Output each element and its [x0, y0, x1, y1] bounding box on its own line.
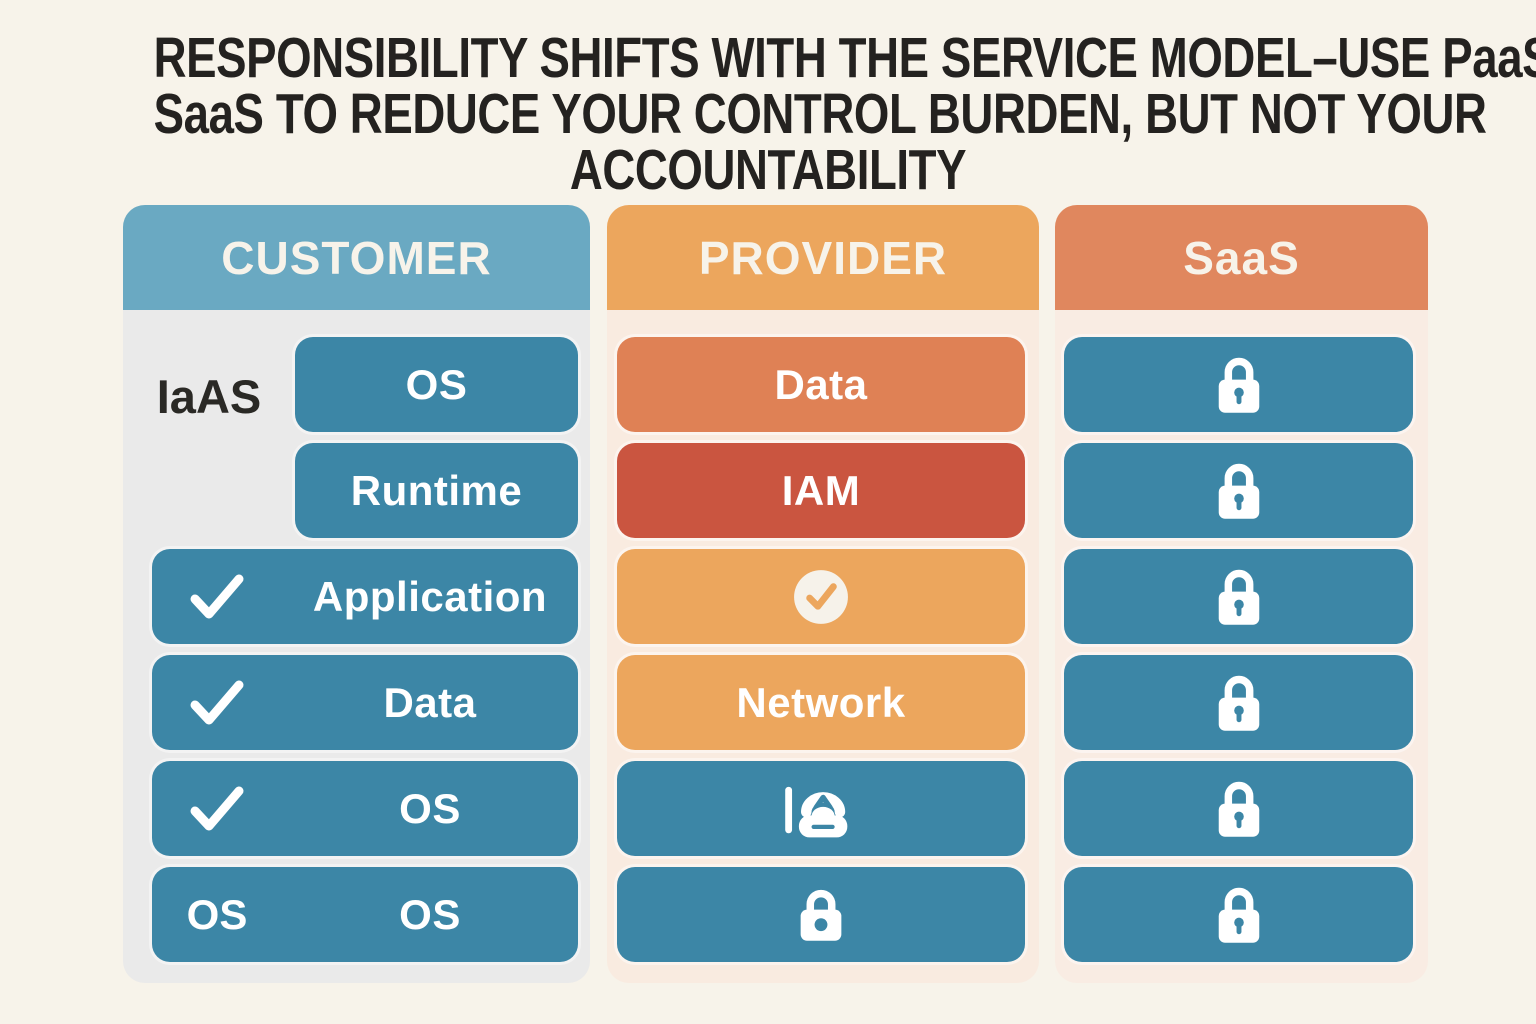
- row: [607, 549, 1039, 644]
- row: Network: [607, 655, 1039, 750]
- row: Data: [607, 337, 1039, 432]
- column-header-customer: CUSTOMER: [123, 205, 590, 310]
- pill-icon-slot: [1064, 353, 1413, 417]
- pill-label: OS: [405, 360, 468, 408]
- padlock-icon: [1218, 357, 1259, 413]
- pill-label: OS: [399, 784, 461, 832]
- row: [607, 867, 1039, 962]
- padlock-icon: [1218, 887, 1259, 943]
- column-saas: SaaS: [1055, 205, 1428, 983]
- customer-pill-os: OS OS: [152, 867, 578, 962]
- os-left-label: OS: [186, 890, 248, 938]
- pill-icon-slot: [1064, 671, 1413, 735]
- pill-label: IAM: [781, 466, 861, 514]
- row: Runtime: [123, 443, 590, 538]
- column-body-saas: [1055, 310, 1428, 983]
- pill-icon-slot: [1064, 565, 1413, 629]
- provider-pill-network: Network: [617, 655, 1025, 750]
- pill-icon-slot: [617, 568, 1025, 626]
- provider-pill-lock: [617, 867, 1025, 962]
- page-title: RESPONSIBILITY SHIFTS WITH THE SERVICE M…: [153, 26, 1536, 202]
- row: IAM: [607, 443, 1039, 538]
- provider-pill-iam: IAM: [617, 443, 1025, 538]
- saas-pill-padlock: [1064, 443, 1413, 538]
- pill-icon-slot: [617, 777, 1025, 841]
- pill-icon-slot: [1064, 883, 1413, 947]
- saas-pill-padlock: [1064, 867, 1413, 962]
- row: Data: [123, 655, 590, 750]
- row: OS: [123, 761, 590, 856]
- check-circle-icon: [794, 569, 848, 624]
- check-icon: [190, 680, 244, 724]
- padlock-icon: [1218, 463, 1259, 519]
- padlock-icon: [1218, 675, 1259, 731]
- pill-label: Data: [774, 360, 868, 408]
- customer-pill-os: OS: [295, 337, 578, 432]
- pill-label: Application: [312, 572, 548, 620]
- provider-pill-cloud-lock: [617, 761, 1025, 856]
- row: IaAS OS: [123, 337, 590, 432]
- row: [607, 761, 1039, 856]
- pill-label: OS: [399, 890, 461, 938]
- pill-label: Data: [383, 678, 477, 726]
- customer-pill-data: Data: [152, 655, 578, 750]
- column-header-saas: SaaS: [1055, 205, 1428, 310]
- pill-label: Runtime: [350, 466, 523, 514]
- row: [1055, 337, 1428, 432]
- pill-check-slot: [152, 655, 282, 750]
- row: [1055, 867, 1428, 962]
- pill-icon-slot: [1064, 777, 1413, 841]
- pill-icon-slot: [617, 885, 1025, 945]
- customer-pill-runtime: Runtime: [295, 443, 578, 538]
- saas-pill-padlock: [1064, 761, 1413, 856]
- row: [1055, 761, 1428, 856]
- saas-pill-padlock: [1064, 655, 1413, 750]
- lock-icon: [800, 889, 842, 941]
- row: [1055, 655, 1428, 750]
- title-line-2: SaaS TO REDUCE YOUR CONTROL BURDEN, BUT …: [153, 82, 1487, 146]
- saas-pill-padlock: [1064, 337, 1413, 432]
- padlock-icon: [1218, 569, 1259, 625]
- pill-label: Network: [736, 678, 906, 726]
- cloud-lock-icon: [785, 786, 848, 837]
- pill-icon-slot: [1064, 459, 1413, 523]
- provider-pill-check-circle: [617, 549, 1025, 644]
- saas-pill-padlock: [1064, 549, 1413, 644]
- padlock-icon: [1218, 781, 1259, 837]
- customer-pill-application: Application: [152, 549, 578, 644]
- iaas-label: IaAS: [156, 370, 262, 423]
- column-header-provider: PROVIDER: [607, 205, 1039, 310]
- row: [1055, 549, 1428, 644]
- check-icon: [190, 574, 244, 618]
- pill-check-slot: [152, 761, 282, 856]
- pill-check-slot: [152, 549, 282, 644]
- title-line-3: ACCOUNTABILITY: [569, 138, 967, 202]
- row: [1055, 443, 1428, 538]
- customer-pill-os: OS: [152, 761, 578, 856]
- title-line-1: RESPONSIBILITY SHIFTS WITH THE SERVICE M…: [153, 26, 1536, 90]
- check-icon: [190, 786, 244, 830]
- pill-left-slot: OS: [152, 867, 282, 962]
- row: OS OS: [123, 867, 590, 962]
- row: Application: [123, 549, 590, 644]
- provider-pill-data: Data: [617, 337, 1025, 432]
